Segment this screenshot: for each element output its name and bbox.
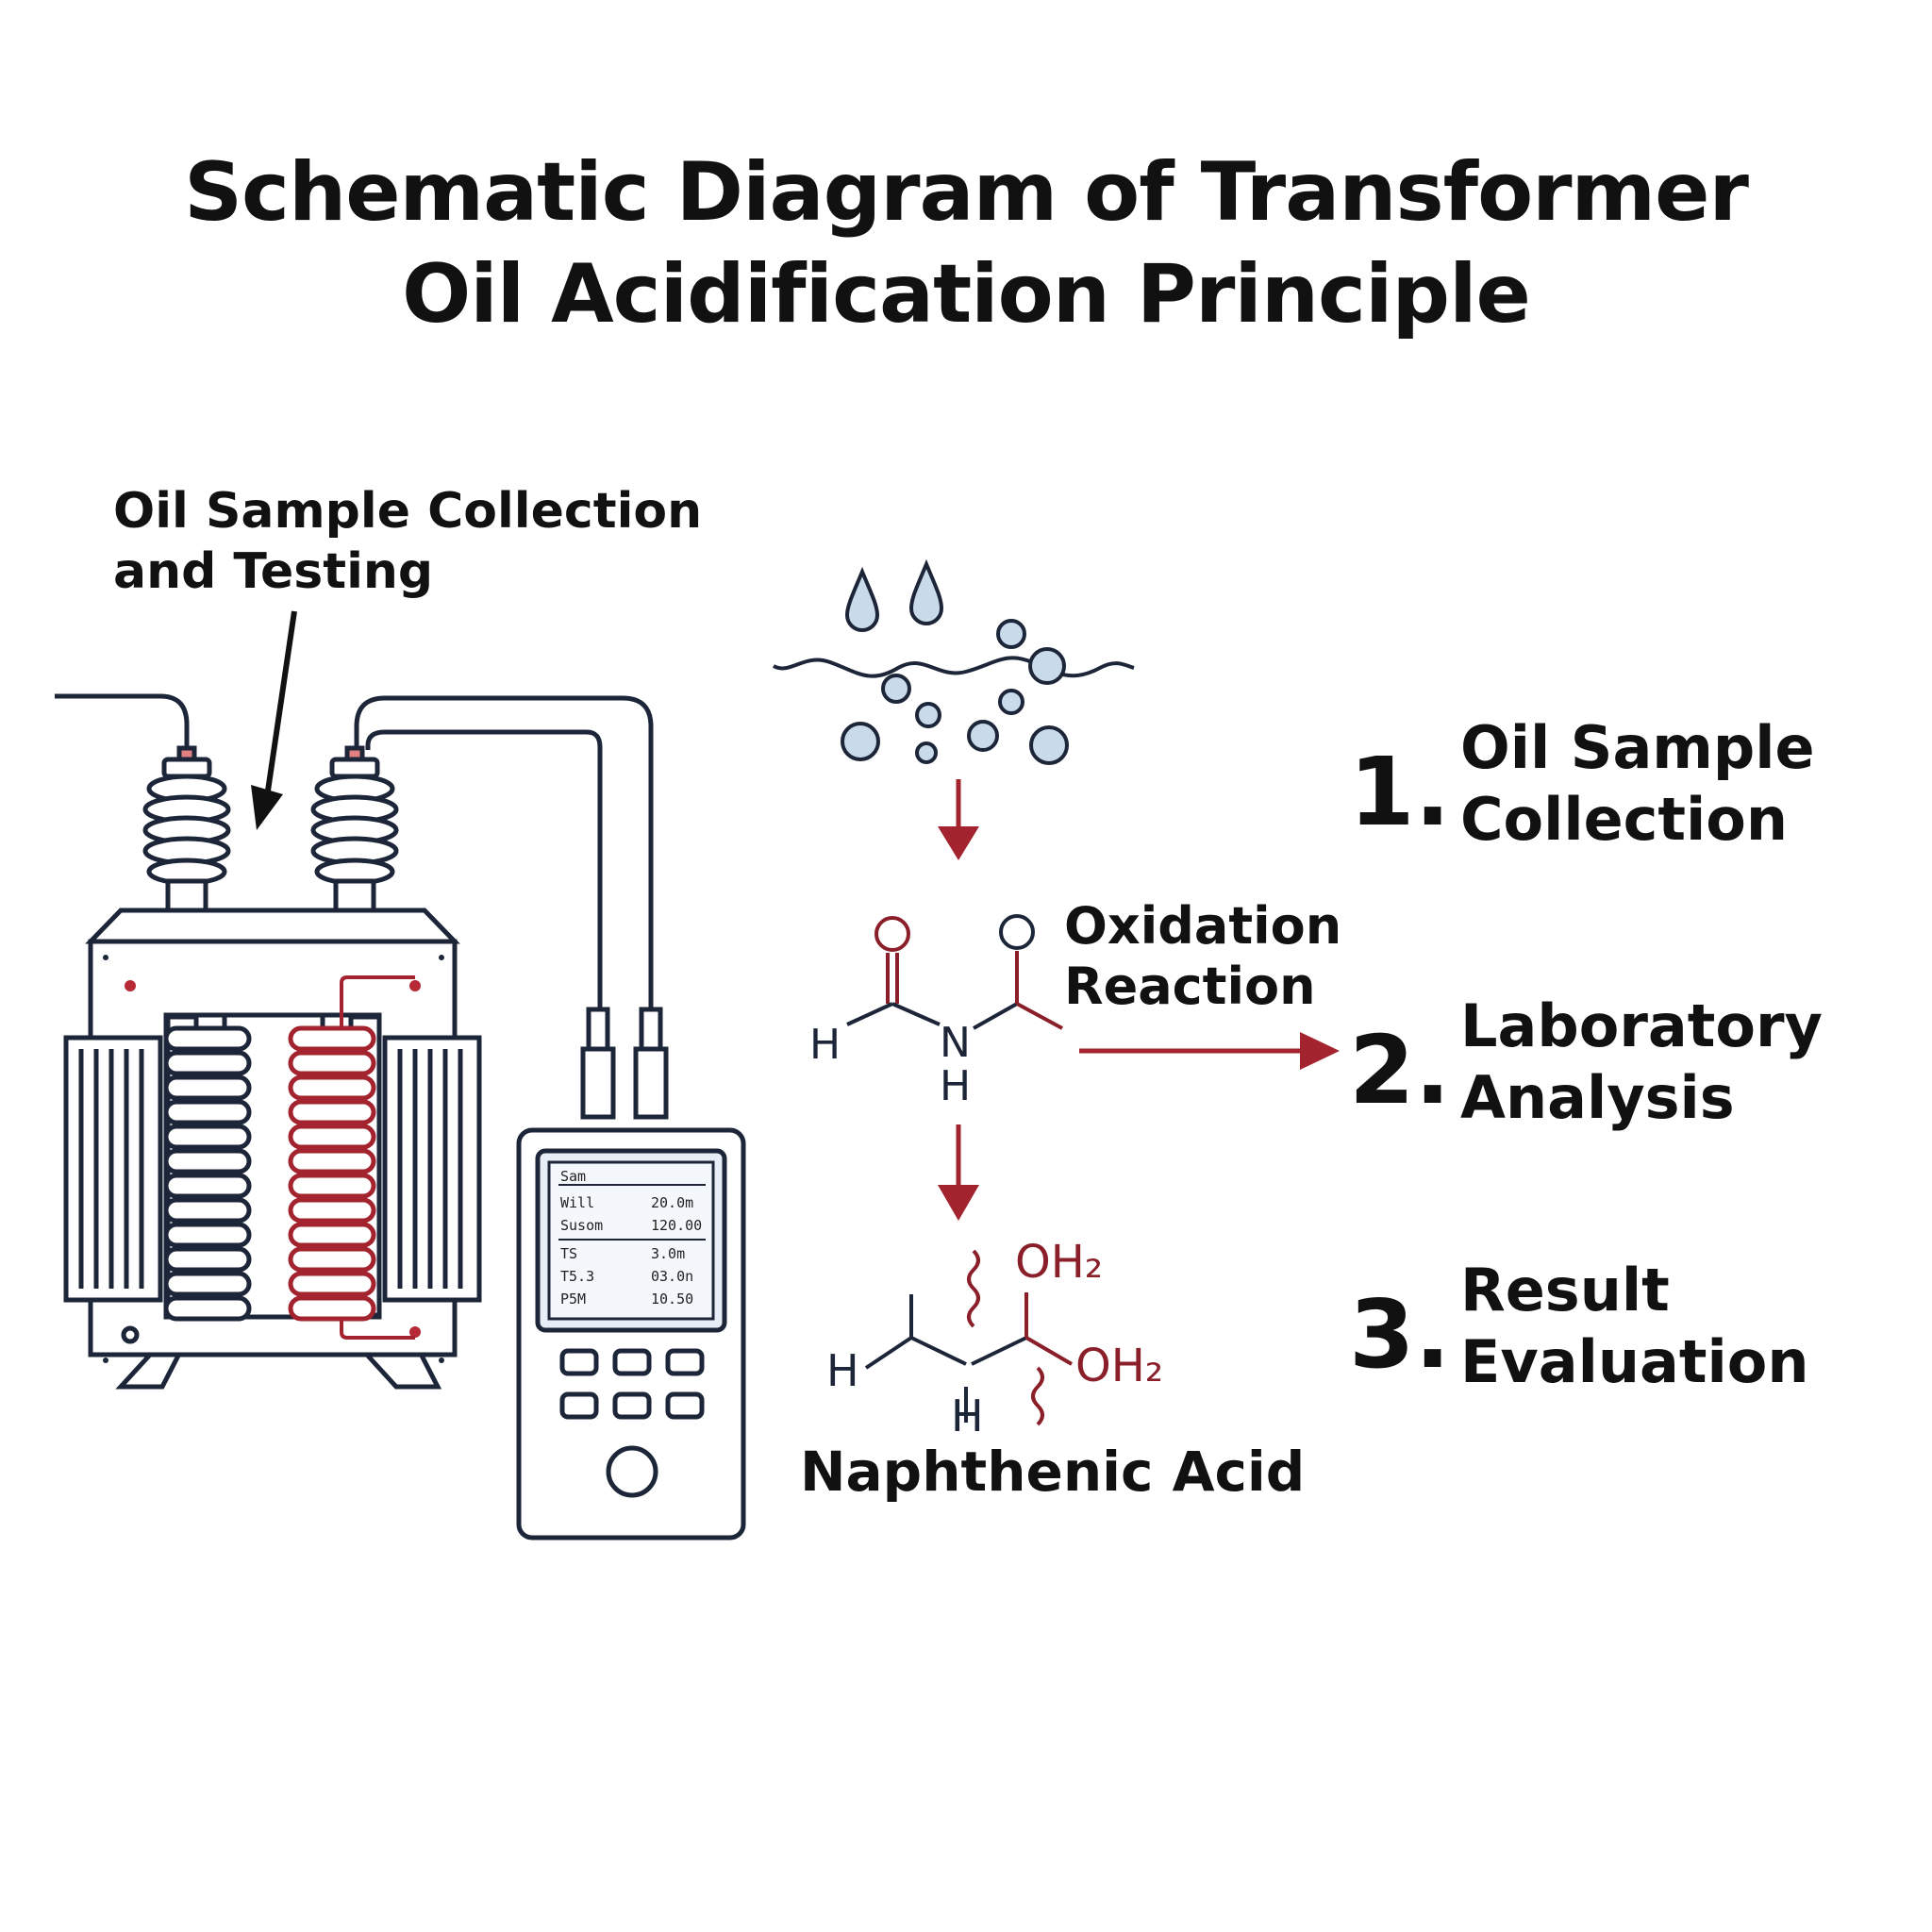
callout-line-1: Oil Sample Collection: [113, 483, 703, 540]
sample-collection-callout: Oil Sample Collection and Testing: [113, 481, 702, 602]
step-3-number: 3.: [1349, 1279, 1451, 1390]
arrow-down-2-head: [938, 1185, 979, 1221]
meter-button-5[interactable]: [612, 1391, 652, 1420]
meter-row-value: 120.00: [651, 1217, 703, 1234]
step-3-line-1: Result: [1460, 1256, 1670, 1324]
coil-winding: [288, 1025, 376, 1052]
arrow-right-head: [1300, 1032, 1340, 1070]
atom-h-bottom-bottom: H: [951, 1391, 984, 1441]
coil-winding: [163, 1222, 252, 1248]
step-1-line-1: Oil Sample: [1460, 713, 1815, 782]
arrow-down-1-head: [938, 826, 979, 860]
wavy-bond-1: [967, 1249, 980, 1328]
water-contamination-icon: [773, 558, 1135, 765]
title-line-1: Schematic Diagram of Transformer: [184, 145, 1749, 240]
step-2-text: Laboratory Analysis: [1460, 991, 1823, 1134]
meter-button-4[interactable]: [559, 1391, 599, 1420]
coil-winding: [163, 1197, 252, 1224]
coil-winding: [163, 1074, 252, 1101]
secondary-coil-icon: [288, 975, 415, 1340]
coil-winding: [163, 1173, 252, 1199]
meter-button-3[interactable]: [665, 1348, 705, 1376]
meter-row-label: P5M: [560, 1291, 587, 1307]
coil-winding: [163, 1148, 252, 1174]
step-1-text: Oil Sample Collection: [1460, 712, 1815, 856]
coil-winding: [288, 1271, 376, 1297]
meter-button-2[interactable]: [612, 1348, 652, 1376]
step-1-line-2: Collection: [1460, 785, 1789, 854]
diagram-title: Schematic Diagram of Transformer Oil Aci…: [0, 142, 1932, 345]
step-3-line-2: Evaluation: [1460, 1327, 1809, 1396]
atom-h-left-bottom: H: [826, 1345, 859, 1396]
coil-winding: [288, 1295, 376, 1322]
meter-row-value: 20.0m: [651, 1194, 694, 1211]
acid-test-meter-icon: [516, 1127, 746, 1541]
molecule-bottom-bonds: [864, 1249, 1074, 1426]
callout-arrow: [251, 610, 297, 830]
meter-row-label: TS: [560, 1245, 578, 1262]
sensor-cable: [354, 695, 669, 1120]
step-3: 3. Result Evaluation: [1349, 1255, 1915, 1406]
input-cable: [55, 693, 190, 750]
title-line-2: Oil Acidification Principle: [402, 247, 1531, 341]
meter-row-value: 3.0m: [651, 1245, 686, 1262]
bushing-right-icon: [310, 745, 399, 922]
wavy-bond-2: [1031, 1366, 1044, 1426]
meter-row-label: Sam: [560, 1168, 587, 1185]
coil-winding: [288, 1246, 376, 1273]
step-1-number: 1.: [1349, 737, 1451, 847]
step-2-line-1: Laboratory: [1460, 991, 1823, 1060]
meter-row-label: T5.3: [560, 1268, 595, 1285]
step-3-text: Result Evaluation: [1460, 1255, 1808, 1398]
callout-line-2: and Testing: [113, 543, 434, 600]
oxidation-line-1: Oxidation: [1064, 896, 1342, 956]
meter-row-value: 03.0n: [651, 1268, 694, 1285]
coil-winding: [163, 1246, 252, 1273]
step-1: 1. Oil Sample Collection: [1349, 712, 1915, 863]
coil-winding: [288, 1197, 376, 1224]
coil-winding: [288, 1173, 376, 1199]
coil-winding: [163, 1124, 252, 1150]
bushing-left-icon: [142, 745, 231, 922]
primary-coil-icon: [163, 1014, 252, 1322]
reaction-arrows: [938, 779, 1340, 1221]
meter-row-value: 10.50: [651, 1291, 694, 1307]
meter-power-button[interactable]: [606, 1445, 658, 1498]
atom-h-bottom: H: [940, 1062, 972, 1110]
coil-winding: [163, 1050, 252, 1076]
coil-winding: [288, 1222, 376, 1248]
oxidation-line-2: Reaction: [1064, 957, 1316, 1016]
oxygen-atom-1: [874, 916, 910, 952]
meter-button-6[interactable]: [665, 1391, 705, 1420]
coil-winding: [163, 1025, 252, 1052]
step-2-number: 2.: [1349, 1015, 1451, 1125]
step-2: 2. Laboratory Analysis: [1349, 991, 1915, 1141]
coil-winding: [288, 1124, 376, 1150]
coil-winding: [163, 1271, 252, 1297]
step-2-line-2: Analysis: [1460, 1063, 1735, 1132]
coil-winding: [288, 1050, 376, 1076]
meter-row-label: Will: [560, 1194, 595, 1211]
oh2-top-label: OH₂: [1015, 1236, 1104, 1289]
oxygen-atom-2: [999, 914, 1035, 950]
meter-row-label: Susom: [560, 1217, 604, 1234]
transformer-icon: [63, 908, 482, 1390]
molecule-top-bonds: [846, 914, 1063, 1030]
coil-winding: [288, 1099, 376, 1125]
atom-h-left: H: [809, 1021, 841, 1069]
oxidation-reaction-label: Oxidation Reaction: [1064, 896, 1341, 1017]
coil-winding: [288, 1148, 376, 1174]
naphthenic-acid-label: Naphthenic Acid: [800, 1440, 1306, 1504]
meter-button-1[interactable]: [559, 1348, 599, 1376]
atom-n: N: [940, 1019, 971, 1067]
coil-winding: [288, 1074, 376, 1101]
coil-winding: [163, 1295, 252, 1322]
coil-winding: [163, 1099, 252, 1125]
oh2-right-label: OH₂: [1075, 1340, 1164, 1392]
